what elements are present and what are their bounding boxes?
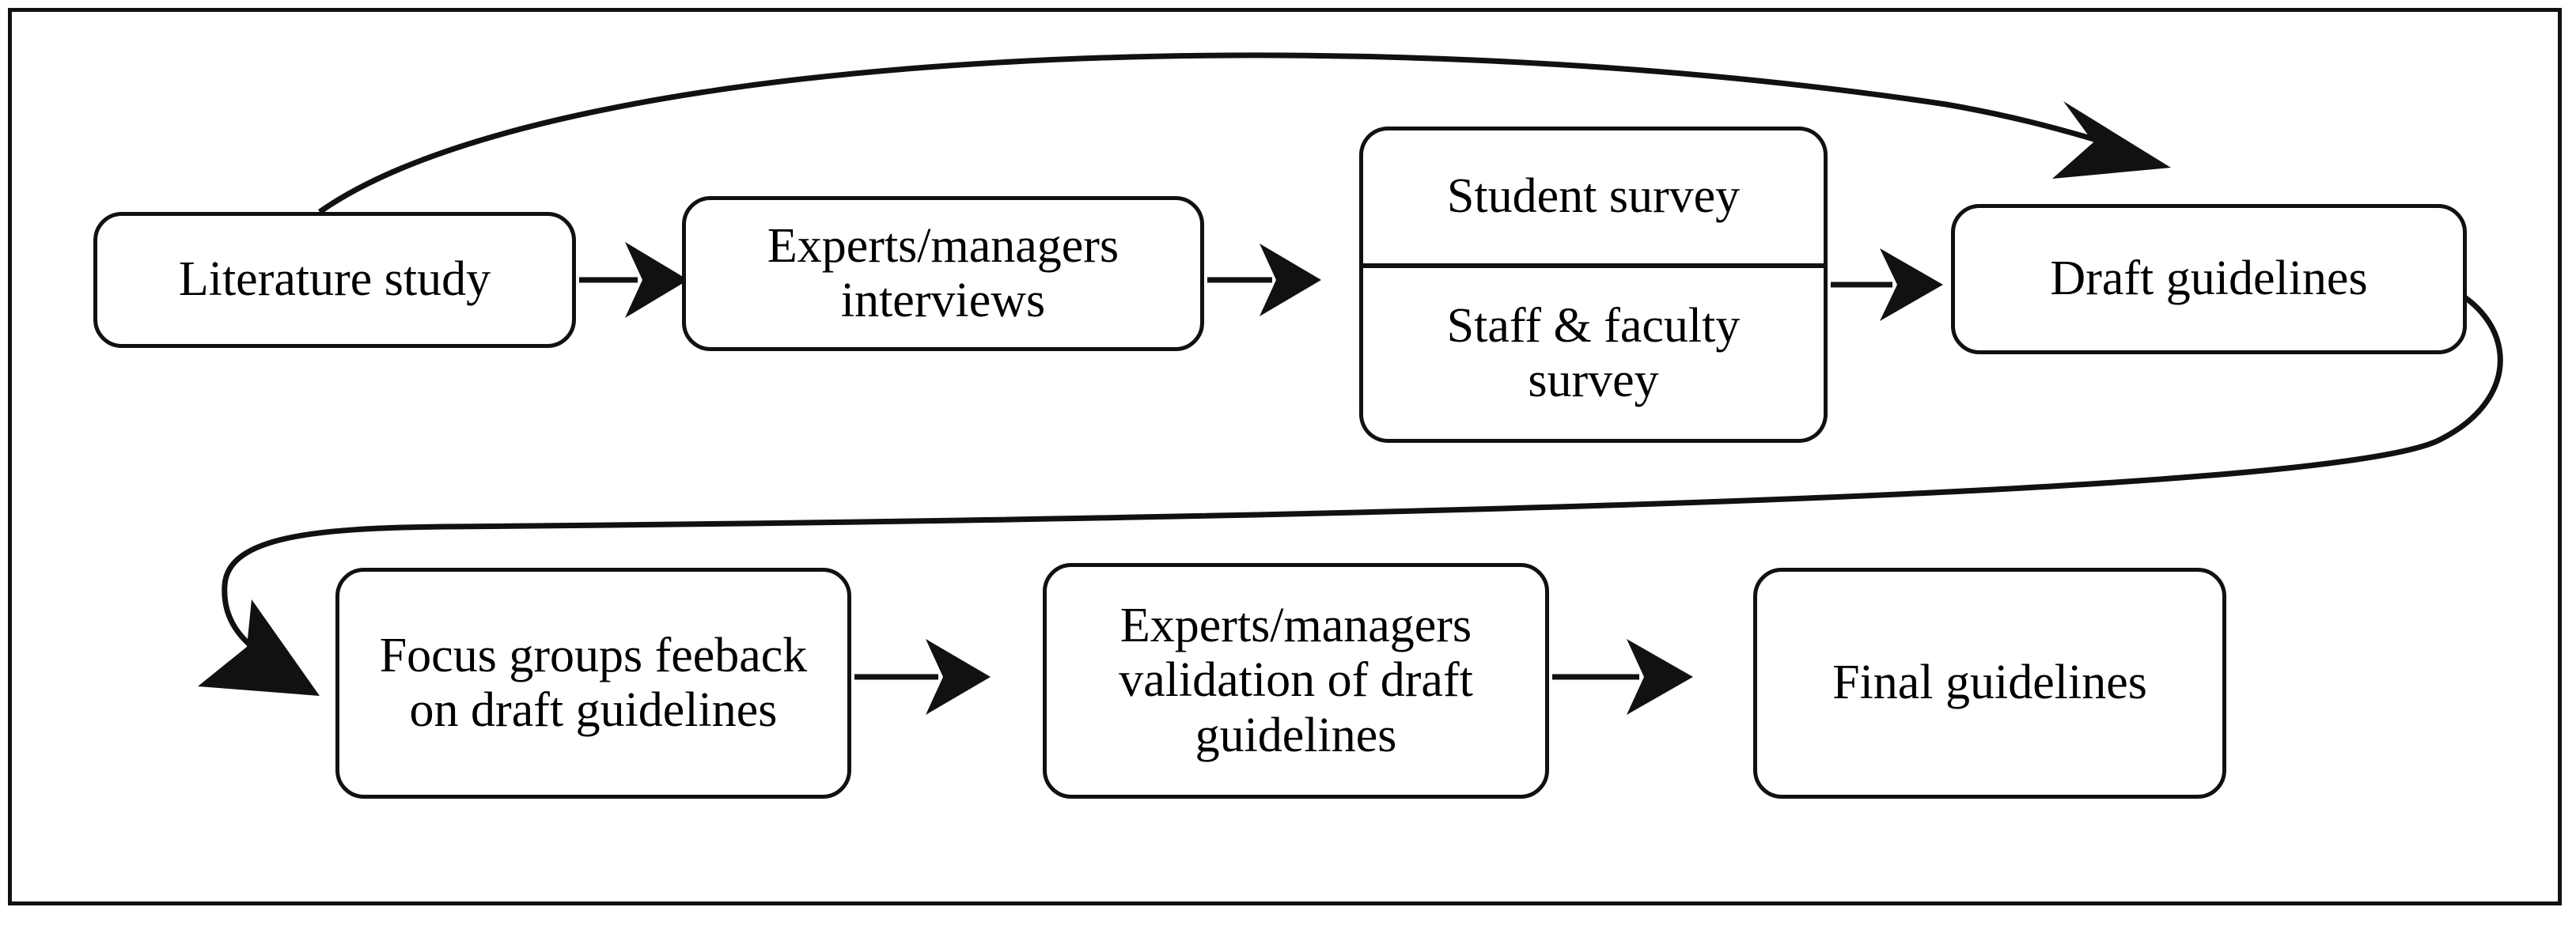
node-staff-faculty-survey[interactable]: Staff & faculty survey (1359, 266, 1828, 443)
node-final-guidelines[interactable]: Final guidelines (1753, 568, 2226, 799)
node-literature-study[interactable]: Literature study (93, 212, 576, 348)
node-student-survey[interactable]: Student survey (1359, 127, 1828, 266)
node-staff-faculty-survey-label: Staff & faculty survey (1446, 298, 1741, 407)
node-final-guidelines-label: Final guidelines (1832, 656, 2147, 710)
edge-focus-to-validation (854, 639, 991, 715)
node-experts-managers-interviews[interactable]: Experts/managers interviews (682, 196, 1204, 351)
node-focus-groups-feedback[interactable]: Focus groups feeback on draft guidelines (335, 568, 851, 799)
node-experts-validation-label: Experts/managers validation of draft gui… (1119, 598, 1473, 762)
node-student-survey-label: Student survey (1446, 169, 1741, 224)
node-literature-study-label: Literature study (178, 252, 491, 307)
edge-surveys-to-draft (1831, 248, 1943, 321)
node-draft-guidelines[interactable]: Draft guidelines (1951, 204, 2467, 354)
node-draft-guidelines-label: Draft guidelines (2050, 251, 2368, 306)
node-experts-validation[interactable]: Experts/managers validation of draft gui… (1043, 563, 1549, 799)
edge-validation-to-final (1552, 639, 1693, 715)
edge-experts-to-surveys (1207, 244, 1321, 316)
node-focus-groups-feedback-label: Focus groups feeback on draft guidelines (379, 628, 808, 737)
edge-literature-to-draft-curved (317, 52, 2171, 214)
edge-literature-to-experts (579, 242, 688, 318)
node-experts-managers-interviews-label: Experts/managers interviews (767, 218, 1119, 327)
